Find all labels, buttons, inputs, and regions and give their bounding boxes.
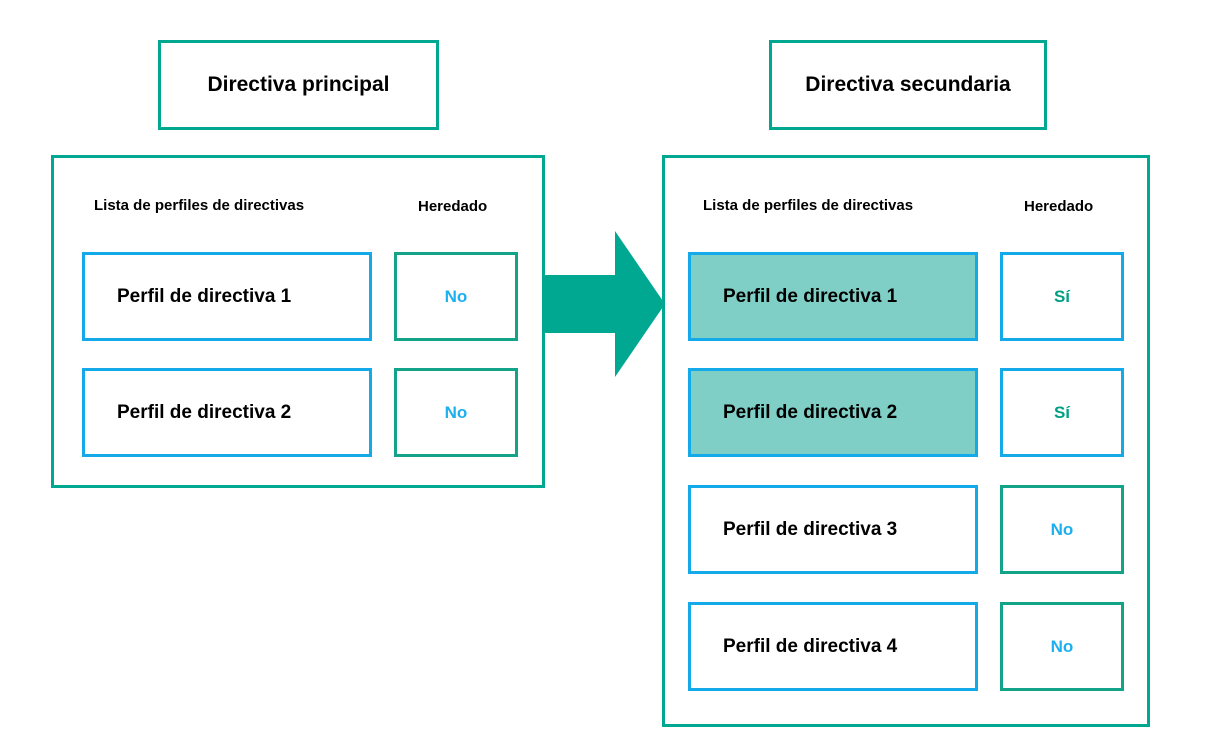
secondary-profile-box-4[interactable]: Perfil de directiva 4 — [688, 602, 978, 691]
secondary-profile-box-3[interactable]: Perfil de directiva 3 — [688, 485, 978, 574]
secondary-inherited-box-4: No — [1000, 602, 1124, 691]
primary-inherited-value-2: No — [444, 402, 468, 422]
primary-column-header-inherited: Heredado — [418, 198, 488, 215]
primary-profile-label-2: Perfil de directiva 2 — [117, 401, 292, 423]
secondary-inherited-value-2: Sí — [1053, 402, 1071, 422]
secondary-column-header-profiles: Lista de perfiles de directivas — [703, 197, 914, 214]
primary-profile-label-1: Perfil de directiva 1 — [117, 285, 292, 307]
secondary-inherited-box-1: Sí — [1000, 252, 1124, 341]
primary-policy-title-text: Directiva principal — [207, 73, 390, 96]
primary-profile-box-2[interactable]: Perfil de directiva 2 — [82, 368, 372, 457]
secondary-column-header-inherited: Heredado — [1024, 198, 1094, 215]
secondary-profile-label-1: Perfil de directiva 1 — [723, 285, 898, 307]
secondary-inherited-value-4: No — [1050, 636, 1074, 656]
secondary-profile-label-3: Perfil de directiva 3 — [723, 518, 898, 540]
primary-inherited-box-2: No — [394, 368, 518, 457]
secondary-profile-label-2: Perfil de directiva 2 — [723, 401, 898, 423]
secondary-profile-box-1[interactable]: Perfil de directiva 1 — [688, 252, 978, 341]
secondary-inherited-value-3: No — [1050, 519, 1074, 539]
secondary-profile-box-2[interactable]: Perfil de directiva 2 — [688, 368, 978, 457]
secondary-profile-label-4: Perfil de directiva 4 — [723, 635, 898, 657]
secondary-policy-title-text: Directiva secundaria — [805, 73, 1011, 96]
right-arrow-icon — [543, 231, 665, 377]
primary-policy-title-box: Directiva principal — [158, 40, 439, 130]
secondary-inherited-box-2: Sí — [1000, 368, 1124, 457]
primary-profile-box-1[interactable]: Perfil de directiva 1 — [82, 252, 372, 341]
primary-column-header-profiles: Lista de perfiles de directivas — [94, 197, 305, 214]
primary-inherited-box-1: No — [394, 252, 518, 341]
secondary-policy-title-box: Directiva secundaria — [769, 40, 1047, 130]
secondary-inherited-value-1: Sí — [1053, 286, 1071, 306]
primary-inherited-value-1: No — [444, 286, 468, 306]
secondary-inherited-box-3: No — [1000, 485, 1124, 574]
